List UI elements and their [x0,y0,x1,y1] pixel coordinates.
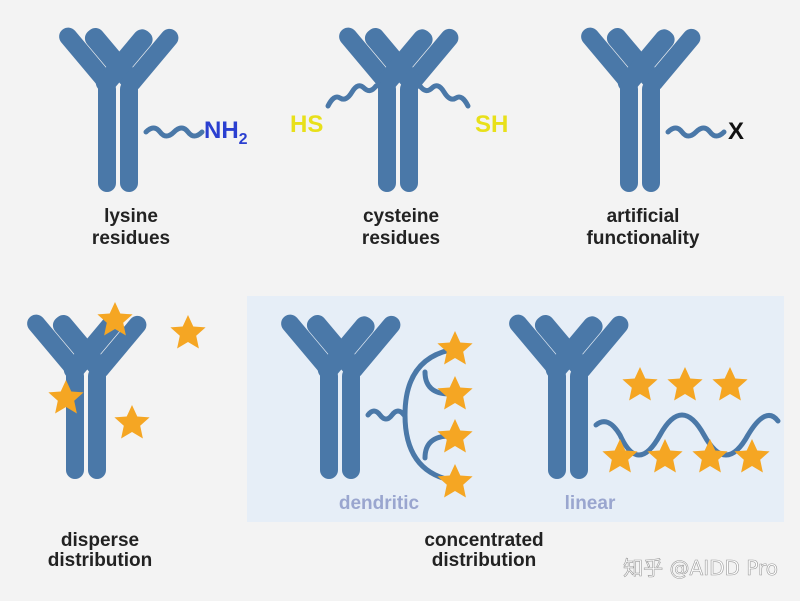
lysine-caption-1: lysine [104,206,158,227]
linear-linker [593,412,781,458]
cysteine-linker-right [417,83,471,109]
cysteine-linker-left [325,83,379,109]
artificial-linker [665,125,727,139]
amine-group: NH2 [204,117,248,148]
artificial-caption-2: functionality [587,228,700,249]
star [114,405,150,439]
star [170,315,206,349]
watermark-text: 知乎 @AIDD Pro [623,556,778,580]
dendritic-label: dendritic [339,493,420,514]
disperse-caption-1: disperse [61,530,139,551]
cysteine-caption-2: residues [362,228,440,249]
cysteine-caption-1: cysteine [363,206,439,227]
lysine-linker [143,125,205,139]
linear-label: linear [565,493,616,514]
antibody-cysteine [335,23,463,192]
antibody-disperse [23,310,151,479]
x-group: X [728,118,744,145]
concentrated-caption-2: distribution [432,550,536,571]
lysine-caption-2: residues [92,228,170,249]
antibody-artificial [577,23,705,192]
disperse-caption-2: distribution [48,550,152,571]
concentrated-caption-1: concentrated [424,530,543,551]
antibody-lysine [55,23,183,192]
artificial-caption-1: artificial [607,206,680,227]
thiol-left: HS [290,111,323,138]
thiol-right: SH [475,111,508,138]
